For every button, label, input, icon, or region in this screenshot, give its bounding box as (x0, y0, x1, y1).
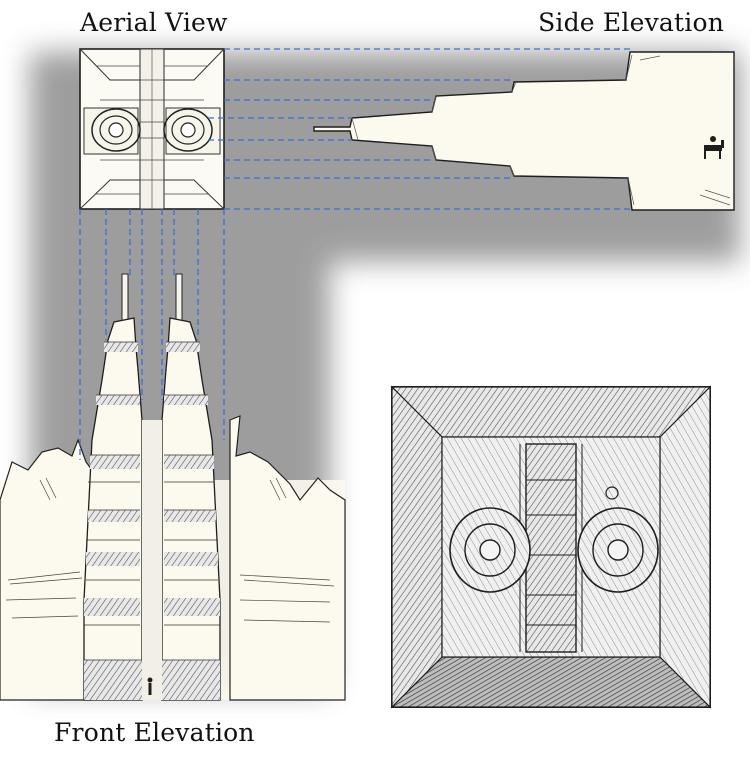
detail-right-tower (577, 486, 659, 593)
detail-left-tower (449, 507, 531, 593)
projection-lines (79, 48, 632, 460)
aerial-view-label: Aerial View (80, 8, 228, 37)
aerial-right-tower (163, 107, 221, 155)
aerial-view (79, 48, 225, 210)
front-left-rock (0, 438, 93, 701)
person-icon (147, 677, 153, 695)
front-right-tower (161, 273, 221, 701)
hatched-aerial-detail (390, 385, 712, 709)
horse-and-rider-icon (704, 136, 724, 159)
aerial-left-tower (83, 107, 141, 155)
front-right-rock (229, 415, 346, 701)
front-left-tower (83, 273, 143, 701)
front-elevation (0, 273, 346, 701)
front-elevation-label: Front Elevation (54, 718, 255, 747)
side-elevation (313, 51, 735, 211)
side-elevation-label: Side Elevation (538, 8, 724, 37)
